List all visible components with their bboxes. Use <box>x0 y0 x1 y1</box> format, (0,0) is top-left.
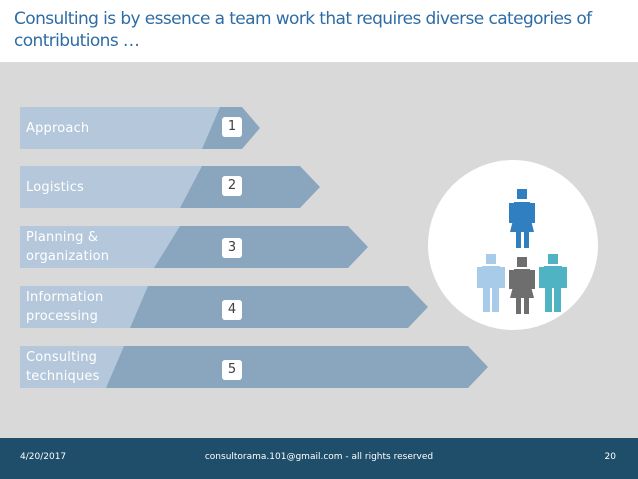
team-circle <box>428 160 598 330</box>
team-people-icon <box>477 189 567 314</box>
category-label-bar <box>20 286 148 328</box>
category-number: 1 <box>222 117 242 137</box>
category-number: 4 <box>222 300 242 320</box>
category-number: 2 <box>222 176 242 196</box>
category-label: Logistics <box>26 179 85 195</box>
right-figure-icon <box>539 254 567 312</box>
slide-title: Consulting is by essence a team work tha… <box>14 9 592 51</box>
footer-bar: 4/20/2017 consultorama.101@gmail.com - a… <box>0 438 638 479</box>
category-label-bar <box>20 346 124 388</box>
category-label: Approach <box>26 120 90 136</box>
page-number: 20 <box>604 452 616 462</box>
category-label: Consulting techniques <box>26 350 100 384</box>
category-label-bar <box>20 107 220 149</box>
category-row-planning: Planning & organization 3 <box>20 226 368 268</box>
category-arrow <box>106 346 488 388</box>
category-row-logistics: Logistics 2 <box>20 166 320 208</box>
category-label: Planning & organization <box>26 230 110 264</box>
category-arrow <box>154 226 368 268</box>
footer-copyright: consultorama.101@gmail.com - all rights … <box>204 452 434 462</box>
category-row-techniques: Consulting techniques 5 <box>20 346 488 388</box>
category-arrow <box>180 166 320 208</box>
category-label-bar <box>20 226 180 268</box>
category-row-approach: Approach 1 <box>20 107 260 149</box>
content-area: Approach 1 Logistics 2 Planning & organi… <box>0 62 638 438</box>
middle-figure-icon <box>509 257 535 314</box>
footer-date: 4/20/2017 <box>20 452 67 462</box>
category-row-information: Information processing 4 <box>20 286 428 328</box>
category-number: 3 <box>222 238 242 258</box>
category-arrow <box>130 286 428 328</box>
left-figure-icon <box>477 254 505 312</box>
leader-figure-icon <box>509 189 535 248</box>
category-label-bar <box>20 166 202 208</box>
category-number: 5 <box>222 360 242 380</box>
category-label: Information processing <box>26 290 104 324</box>
